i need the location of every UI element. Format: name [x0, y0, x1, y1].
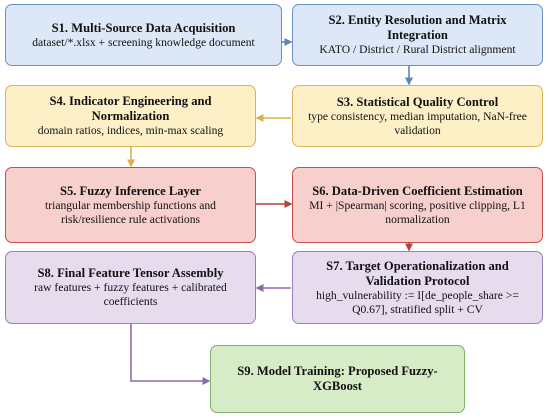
step-s9-title: S9. Model Training: Proposed Fuzzy-XGBoo… [237, 364, 438, 393]
step-s3-node: S3. Statistical Quality Control type con… [292, 85, 543, 147]
step-s2-desc: KATO / District / Rural District alignme… [319, 43, 516, 56]
step-s2-title: S2. Entity Resolution and Matrix Integra… [328, 13, 507, 42]
step-s1-title: S1. Multi-Source Data Acquisition [51, 20, 236, 35]
step-s1-desc: dataset/*.xlsx + screening knowledge doc… [32, 35, 255, 49]
step-s7-desc: high_vulnerability := I[de_people_share … [316, 288, 519, 316]
step-s5-title: S5. Fuzzy Inference Layer [59, 183, 202, 198]
arrow-s8-s9 [130, 324, 211, 385]
step-s4-node: S4. Indicator Engineering and Normalizat… [5, 85, 256, 147]
step-s2-node: S2. Entity Resolution and Matrix Integra… [292, 4, 543, 66]
step-s7-title: S7. Target Operationalization and Valida… [326, 258, 509, 288]
step-s9-node: S9. Model Training: Proposed Fuzzy-XGBoo… [210, 345, 465, 413]
step-s6-desc: MI + |Spearman| scoring, positive clippi… [309, 198, 526, 226]
step-s3-title: S3. Statistical Quality Control [336, 94, 499, 109]
step-s1-node: S1. Multi-Source Data Acquisition datase… [5, 4, 282, 66]
step-s6-node: S6. Data-Driven Coefficient Estimation M… [292, 167, 543, 243]
step-s4-title: S4. Indicator Engineering and Normalizat… [49, 94, 212, 123]
step-s7-node: S7. Target Operationalization and Valida… [292, 251, 543, 324]
step-s8-desc: raw features + fuzzy features + calibrat… [34, 281, 227, 308]
step-s3-desc: type consistency, median imputation, NaN… [308, 109, 527, 137]
step-s8-title: S8. Final Feature Tensor Assembly [37, 266, 224, 280]
step-s8-node: S8. Final Feature Tensor Assembly raw fe… [5, 251, 256, 324]
step-s5-node: S5. Fuzzy Inference Layer triangular mem… [5, 167, 256, 243]
step-s4-desc: domain ratios, indices, min-max scaling [37, 124, 224, 137]
step-s6-title: S6. Data-Driven Coefficient Estimation [312, 183, 523, 198]
step-s5-desc: triangular membership functions and risk… [45, 198, 216, 226]
